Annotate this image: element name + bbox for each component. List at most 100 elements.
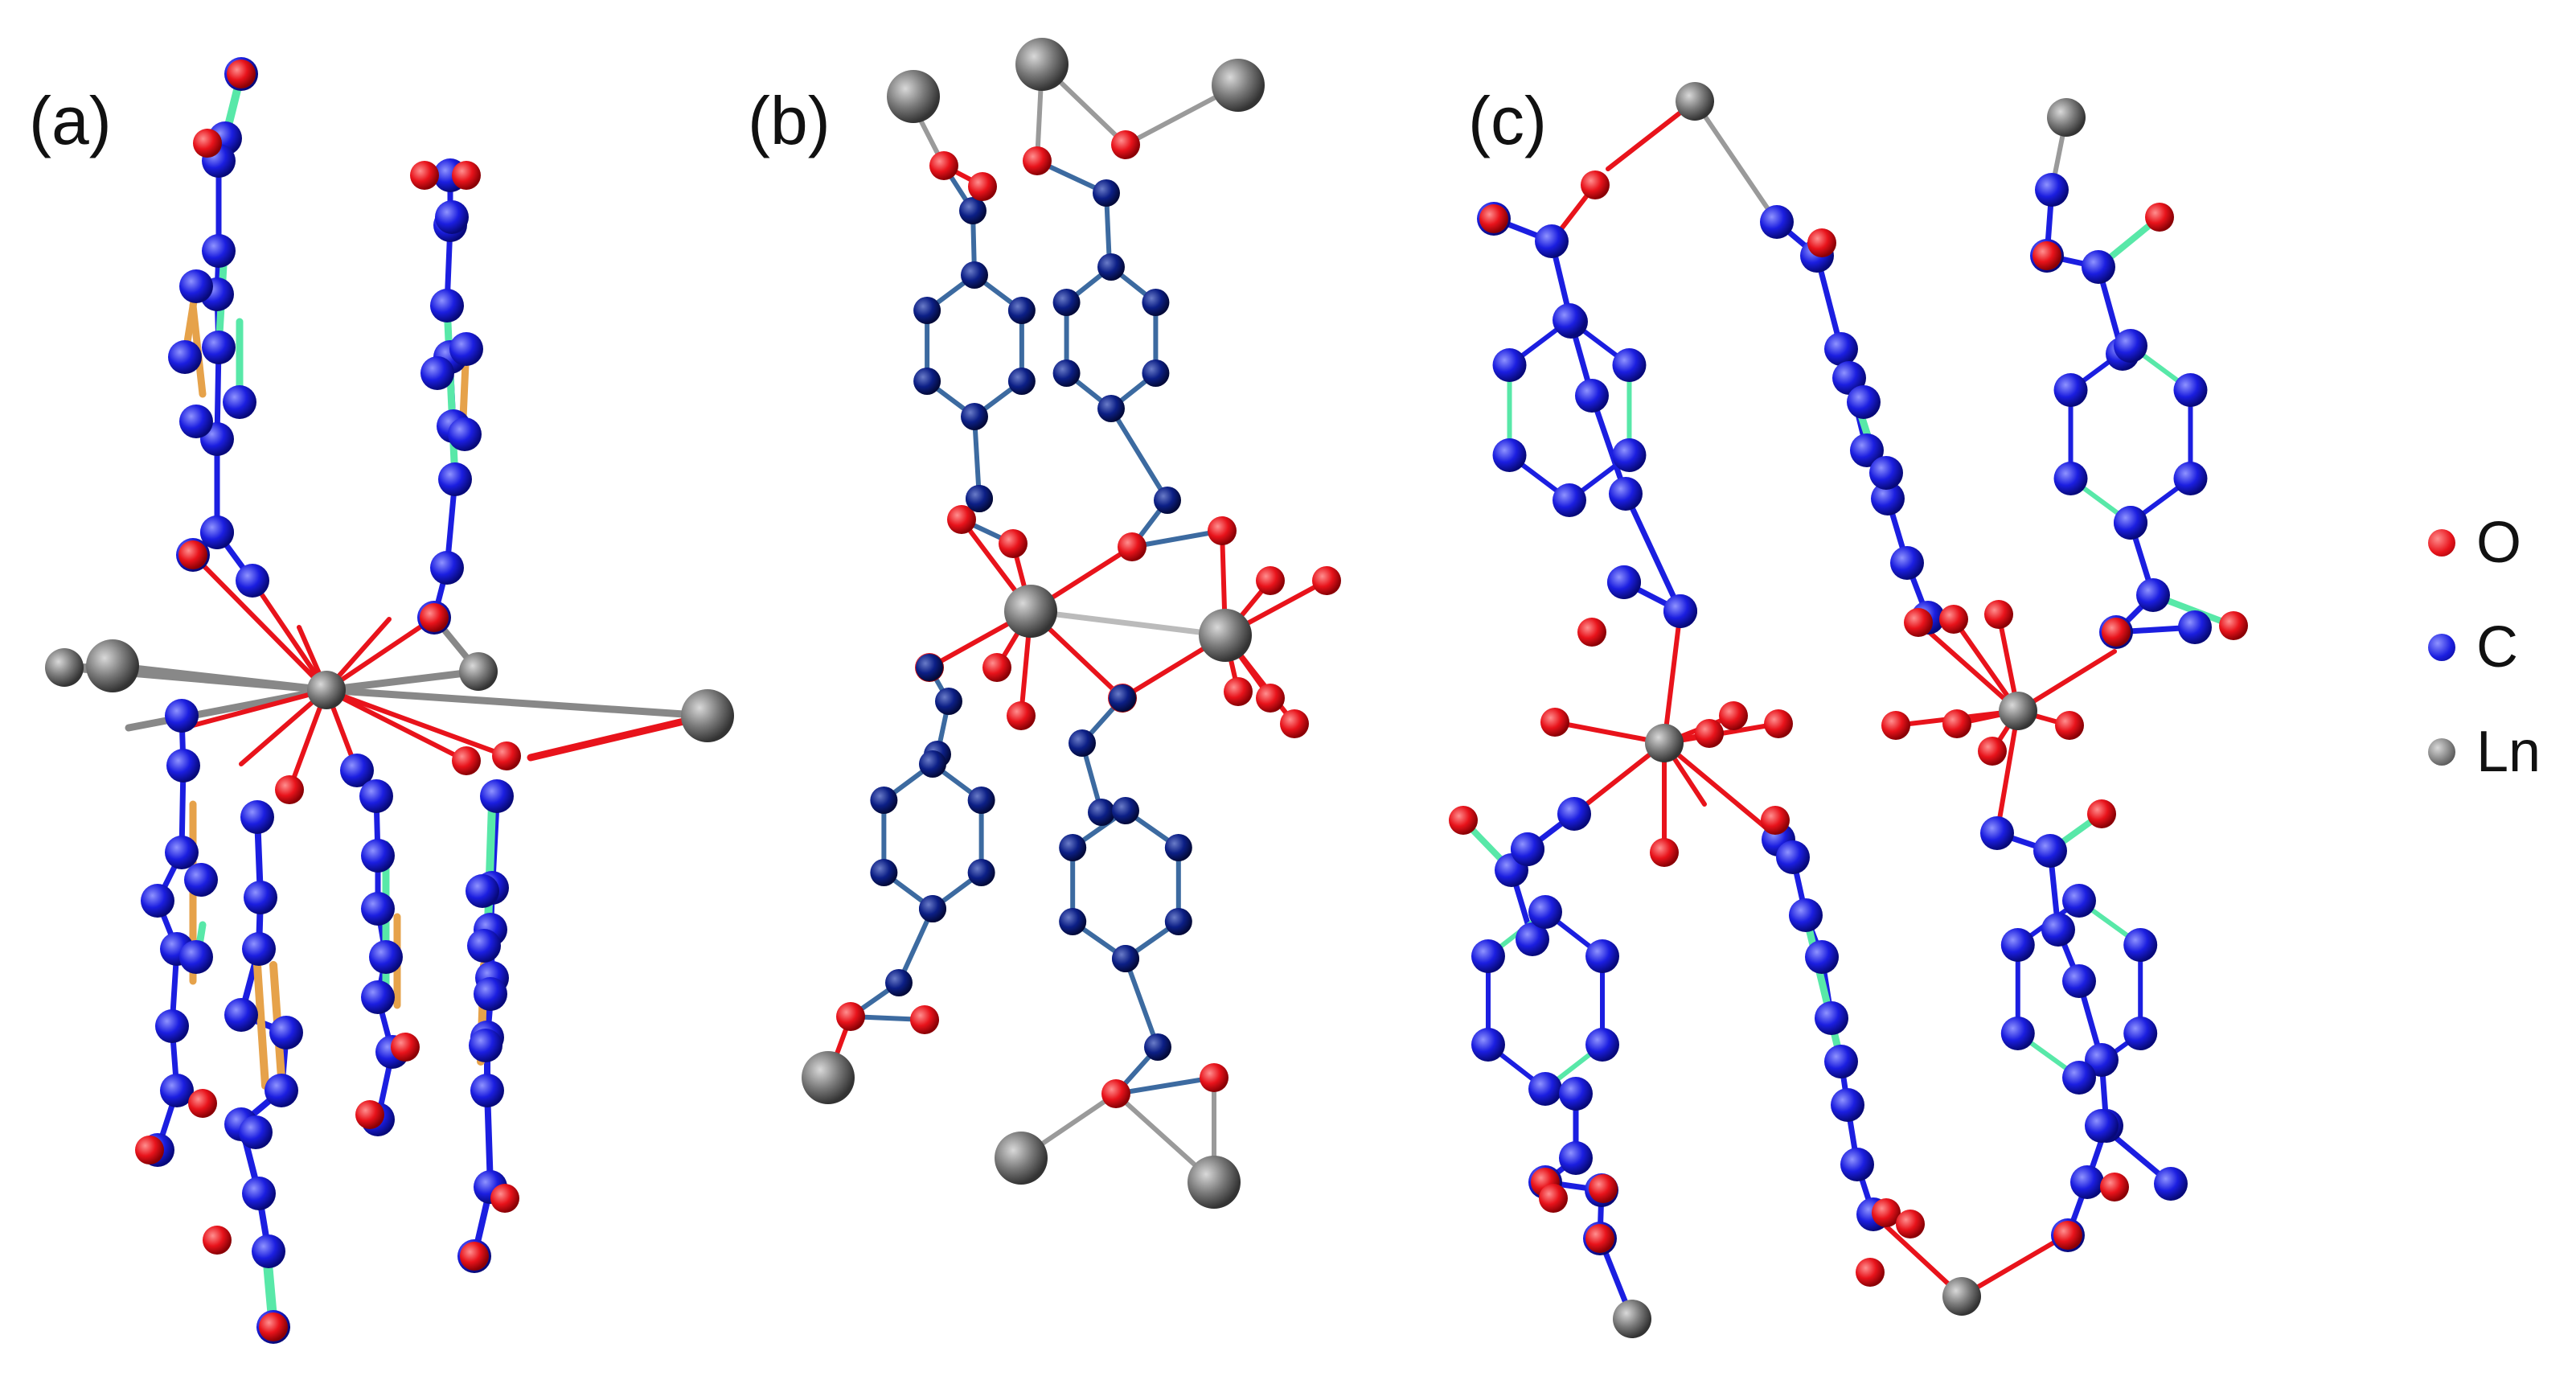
oxygen-atom <box>1007 701 1036 730</box>
carbon-atom <box>1052 359 1081 387</box>
bond <box>324 688 469 763</box>
carbon-atom <box>2136 578 2170 612</box>
oxygen-atom <box>2219 611 2248 640</box>
oxygen-atom <box>275 775 304 804</box>
carbon-atom <box>1112 945 1139 972</box>
lanthanide-atom <box>1015 38 1069 91</box>
carbon-atom <box>1980 816 2014 850</box>
oxygen-atom <box>452 746 481 775</box>
bond <box>1109 406 1170 503</box>
lanthanide-atom <box>1199 609 1252 662</box>
carbon-atom <box>160 1074 194 1107</box>
atoms-layer <box>45 38 2248 1344</box>
carbon-atom <box>885 969 913 996</box>
oxygen-atom <box>999 529 1028 558</box>
carbon-atom <box>1492 348 1527 382</box>
carbon-atom <box>2173 462 2208 495</box>
carbon-atom <box>1142 289 1170 316</box>
oxygen-atom <box>1807 228 1836 257</box>
carbon-atom <box>430 289 464 322</box>
oxygen-atom <box>1208 516 1237 545</box>
carbon-atom <box>179 940 213 974</box>
bond <box>972 414 982 501</box>
carbon-atom <box>361 892 395 926</box>
carbon-atom <box>1553 303 1586 337</box>
carbon-atom <box>179 405 213 438</box>
carbon-atom <box>1059 834 1087 861</box>
carbon-atom <box>2035 173 2069 207</box>
oxygen-atom <box>982 653 1011 682</box>
oxygen-atom <box>947 505 976 534</box>
bond <box>443 302 459 483</box>
panel-label-b: (b) <box>748 83 831 158</box>
oxygen-atom <box>135 1136 164 1164</box>
lanthanide-atom <box>86 639 139 692</box>
bond <box>1662 609 1683 746</box>
carbon-atom <box>1112 797 1139 824</box>
oxygen-atom <box>2053 1221 2082 1250</box>
carbon-atom <box>1607 565 1641 599</box>
oxygen-atom <box>420 603 449 632</box>
carbon-atom <box>2178 610 2212 644</box>
carbon-atom <box>449 332 483 366</box>
lanthanide-atom <box>45 648 84 687</box>
carbon-atom <box>2085 1109 2119 1143</box>
carbon-atom <box>1097 253 1125 281</box>
carbon-atom <box>244 881 277 914</box>
carbon-atom <box>2114 506 2147 540</box>
carbon-atom <box>359 779 393 813</box>
carbon-atom <box>242 1177 276 1210</box>
carbon-atom <box>166 749 200 782</box>
carbon-atom <box>474 977 507 1011</box>
bond <box>253 961 269 1090</box>
carbon-atom <box>466 874 499 908</box>
bond <box>527 712 712 762</box>
carbon-atom <box>430 551 464 585</box>
carbon-atom <box>448 417 482 451</box>
carbon-atom <box>240 800 274 834</box>
carbon-atom <box>469 1029 502 1062</box>
oxygen-atom <box>1101 1079 1130 1108</box>
oxygen-atom <box>1539 1184 1568 1213</box>
carbon-atom <box>1824 1045 1858 1078</box>
carbon-atom <box>1847 385 1881 419</box>
carbon-atom <box>1612 348 1647 382</box>
carbon-atom <box>935 688 962 715</box>
legend: O C Ln <box>2428 491 2541 804</box>
carbon-atom-icon <box>2428 634 2455 661</box>
oxygen-atom-icon <box>2428 529 2455 557</box>
carbon-atom <box>1528 1072 1562 1106</box>
oxygen-atom <box>490 1184 519 1213</box>
carbon-atom <box>1831 1088 1864 1122</box>
carbon-atom <box>1776 840 1810 874</box>
oxygen-atom <box>1984 600 2013 629</box>
carbon-atom <box>155 1009 189 1043</box>
carbon-atom <box>1815 1001 1848 1035</box>
lanthanide-atom <box>1999 692 2037 730</box>
bond <box>1130 528 1224 549</box>
lanthanide-atom <box>802 1051 855 1104</box>
bond <box>322 686 712 720</box>
oxygen-atom <box>1256 566 1285 595</box>
oxygen-atom <box>492 741 521 770</box>
oxygen-atom <box>203 1226 232 1255</box>
carbon-atom <box>369 940 403 974</box>
bond <box>1114 1075 1216 1096</box>
oxygen-atom <box>1256 684 1285 713</box>
carbon-atom <box>265 1074 298 1107</box>
bond <box>1123 956 1160 1049</box>
lanthanide-atom <box>307 671 346 709</box>
carbon-atom <box>438 462 472 496</box>
carbon-atom <box>1144 1033 1171 1061</box>
carbon-atom <box>2033 834 2067 868</box>
carbon-atom <box>1492 438 1527 472</box>
carbon-atom <box>269 1016 303 1049</box>
lanthanide-atom <box>1676 82 1714 121</box>
oxygen-atom <box>227 60 256 88</box>
carbon-atom <box>1109 684 1136 712</box>
carbon-atom <box>239 1115 273 1149</box>
bond <box>1916 620 2020 713</box>
carbon-atom <box>2062 964 2096 998</box>
oxygen-atom <box>2055 711 2084 740</box>
